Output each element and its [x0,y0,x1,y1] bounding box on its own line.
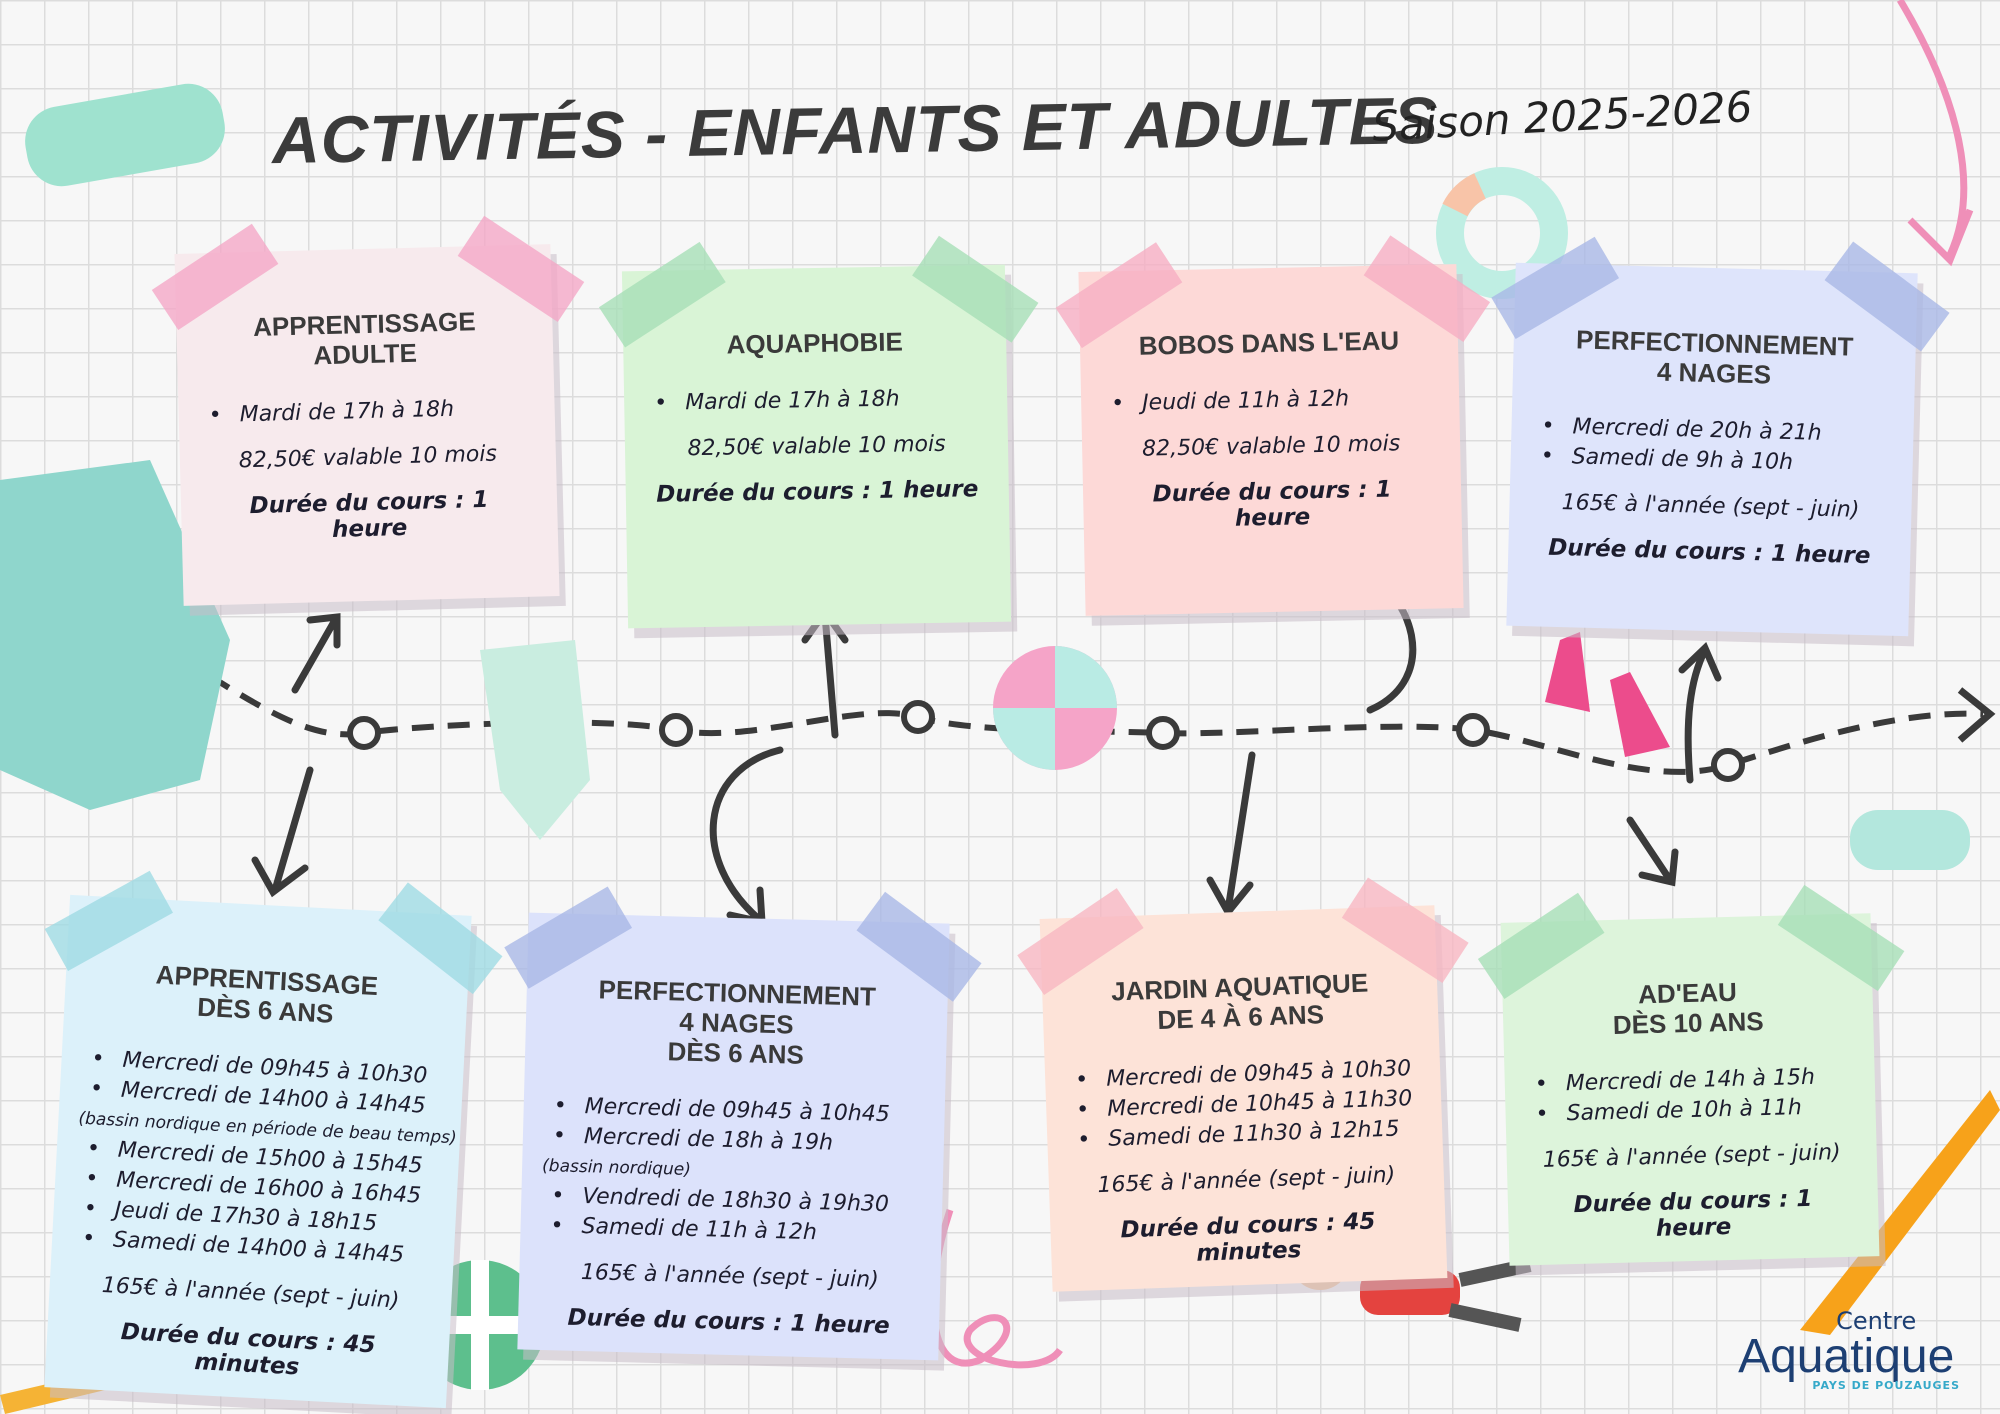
card-title: Bobos dans l'eau [1138,325,1400,361]
duration: Durée du cours : 1 heure [1152,476,1392,532]
price: 82,50€ valable 10 mois [1141,431,1401,462]
schedule-item: Mardi de 17h à 18h [208,393,525,431]
card-title: Jardin aquatique de 4 à 6 ans [1110,967,1369,1035]
beach-ball-icon [993,646,1117,770]
card-ad-eau: Ad'eau dès 10 ansMercredi de 14h à 15hSa… [1477,884,1905,1266]
duration: Durée du cours : 1 heure [249,486,489,543]
card-apprentissage-adulte: Apprentissage AdulteMardi de 17h à 18h 82… [151,215,585,606]
card-aquaphobie: AquaphobieMardi de 17h à 18h 82,50€ valab… [598,235,1039,629]
schedule-list: Mercredi de 09h45 à 10h45Mercredi de 18h… [542,1091,915,1250]
card-jardin-aquatique: Jardin aquatique de 4 à 6 ansMercredi de… [1017,877,1469,1292]
schedule-item: Jeudi de 11h à 12h [1111,383,1430,420]
card-title: Aquaphobie [726,326,904,360]
swimsuit-icon [480,640,590,840]
pink-squiggle [929,1208,1063,1369]
duration: Durée du cours : 45 minutes [1120,1208,1376,1267]
swim-ring-icon [1436,167,1568,299]
card-title: Apprentissage Adulte [252,306,476,371]
card-title: Perfectionnement 4 nages [1575,324,1854,390]
price: 82,50€ valable 10 mois [238,441,498,474]
schedule-list: Mercredi de 09h45 à 10h30Mercredi de 14h… [78,1044,457,1272]
duration: Durée du cours : 1 heure [655,476,979,508]
duration: Durée du cours : 45 minutes [120,1319,377,1381]
schedule-item: Mardi de 17h à 18h [654,383,977,419]
schedule-list: Mercredi de 20h à 21hSamedi de 9h à 10h [1540,412,1883,481]
price: 165€ à l'année (sept - juin) [1561,490,1860,523]
flippers-icon [1545,632,1670,757]
duration: Durée du cours : 1 heure [1547,534,1871,570]
price: 165€ à l'année (sept - juin) [101,1273,400,1314]
card-apprentissage-des-6-ans: Apprentissage dès 6 ansMercredi de 09h45… [44,870,503,1409]
schedule-list: Mardi de 17h à 18h [208,393,525,431]
cloth-icon [0,460,230,810]
towel-icon [25,83,225,187]
card-bobos-dans-l-eau: Bobos dans l'eauJeudi de 11h à 12h 82,50€… [1055,235,1491,616]
price: 82,50€ valable 10 mois [687,431,946,462]
price: 165€ à l'année (sept - juin) [580,1260,880,1293]
logo-line1: Centre [1836,1307,1917,1335]
duration: Durée du cours : 1 heure [1573,1185,1813,1242]
schedule-list: Jeudi de 11h à 12h [1111,383,1430,420]
logo-line2: Aquatique [1738,1330,1955,1383]
centre-aquatique-logo: Centre Aquatique PAYS DE POUZAUGES [1732,1307,1960,1392]
schedule-list: Mercredi de 09h45 à 10h30Mercredi de 10h… [1075,1054,1413,1156]
card-title: Apprentissage dès 6 ans [155,959,379,1029]
card-perfectionnement-4-nages: Perfectionnement 4 nagesMercredi de 20h … [1491,236,1950,637]
schedule-list: Mardi de 17h à 18h [654,383,977,419]
logo-line3: PAYS DE POUZAUGES [1812,1379,1960,1392]
price: 165€ à l'année (sept - juin) [1542,1140,1841,1173]
arrow-end-icon [1957,687,1996,743]
card-title: Perfectionnement 4 nages dès 6 ans [598,974,877,1070]
arrows [251,547,1722,927]
schedule-list: Mercredi de 14h à 15hSamedi de 10h à 11h [1534,1062,1845,1130]
pink-arrow-icon [1896,0,1974,267]
card-title: Ad'eau dès 10 ans [1612,976,1765,1040]
price: 165€ à l'année (sept - juin) [1097,1162,1396,1199]
card-perfectionnement-des-6-ans: Perfectionnement 4 nages dès 6 ansMercre… [504,886,982,1361]
goggles-icon [1850,810,1970,870]
duration: Durée du cours : 1 heure [567,1304,891,1340]
